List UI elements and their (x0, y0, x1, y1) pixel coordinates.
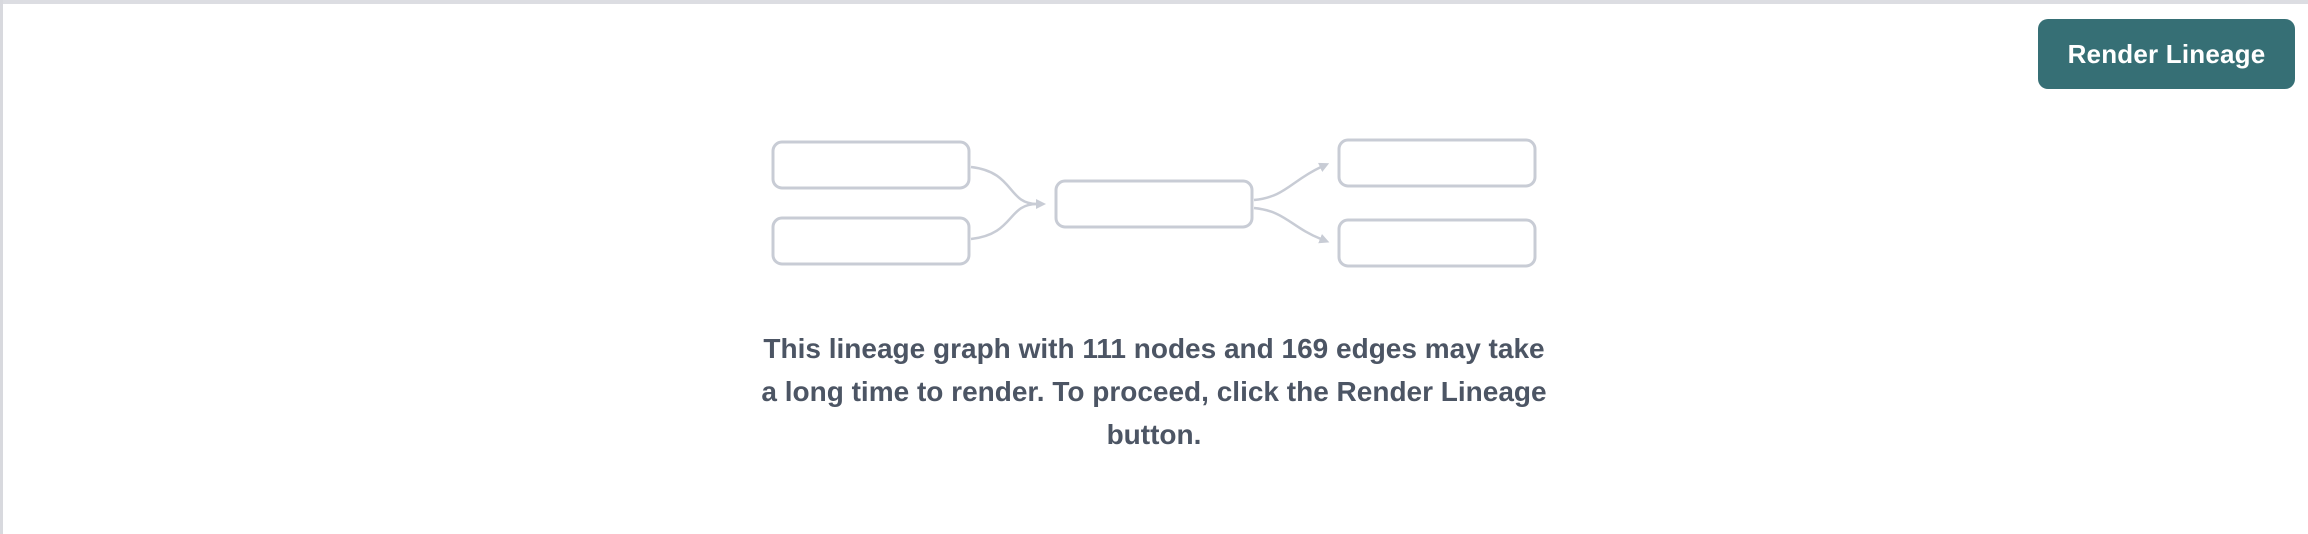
placeholder-edge-arrow-left-bottom (970, 202, 1038, 241)
placeholder-node-box-left-bottom (771, 216, 971, 266)
render-warning-line-3: button. (1106, 419, 1202, 450)
placeholder-node-box-center (1054, 179, 1254, 229)
panel-top-border (0, 0, 2308, 4)
render-lineage-button[interactable]: Render Lineage (2038, 19, 2295, 89)
placeholder-node-box-left-top (771, 140, 971, 190)
placeholder-node-box-right-bottom (1337, 218, 1537, 268)
placeholder-node-box-right-top (1337, 138, 1537, 188)
render-warning-line-2: a long time to render. To proceed, click… (761, 376, 1547, 407)
placeholder-edge-arrow-right-top (1253, 162, 1330, 202)
lineage-placeholder-diagram-icon (771, 138, 1537, 268)
render-warning-message: This lineage graph with 111 nodes and 16… (761, 327, 1546, 456)
lineage-placeholder: This lineage graph with 111 nodes and 16… (0, 138, 2308, 456)
render-warning-line-1: This lineage graph with 111 nodes and 16… (763, 333, 1545, 364)
placeholder-edge-arrow-left-top (970, 165, 1046, 209)
placeholder-edge-arrow-right-bottom (1253, 206, 1330, 244)
panel-left-border (0, 0, 3, 534)
